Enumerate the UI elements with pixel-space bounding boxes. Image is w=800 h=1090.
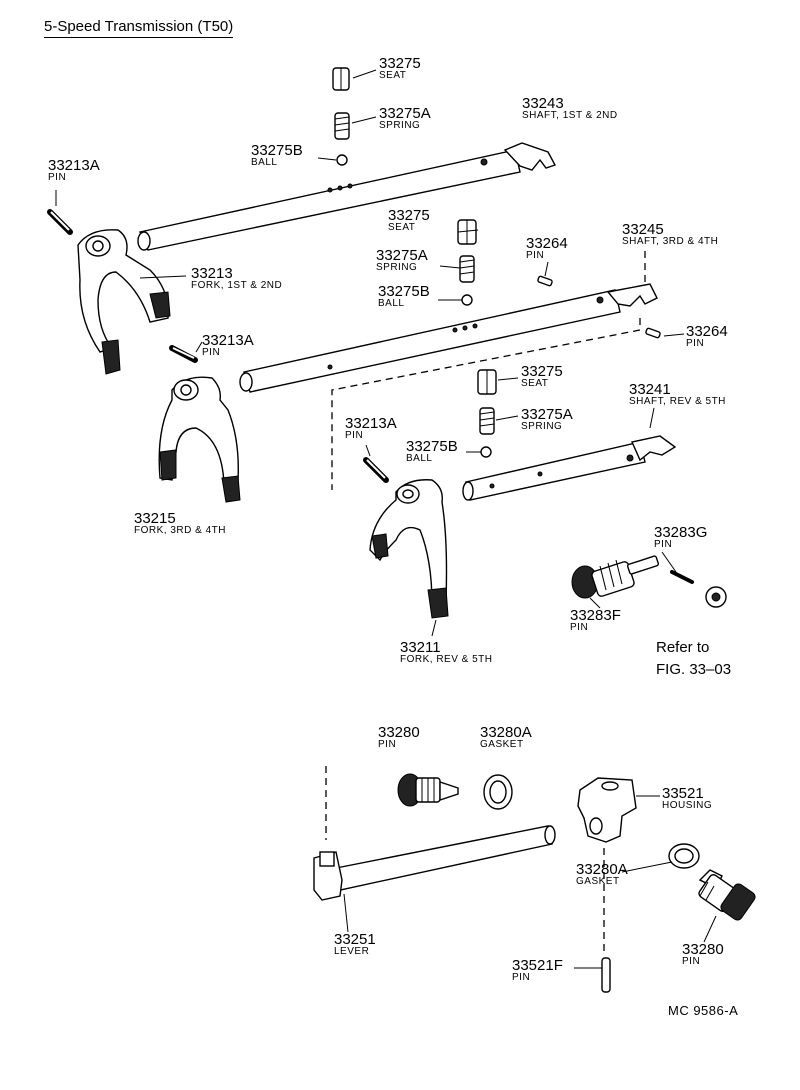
figure-code: MC 9586-A [668, 1003, 739, 1018]
seat-spring-ball-2-drawing [457, 219, 477, 306]
fork-rev-5th-drawing [369, 479, 449, 619]
fork-3rd-4th-drawing [158, 376, 241, 503]
seat-spring-ball-1-drawing [332, 67, 350, 166]
shaft-1st-2nd-drawing [137, 142, 557, 251]
fork-1st-2nd-drawing [77, 229, 171, 375]
pins-33264-drawing [537, 275, 661, 339]
leader-lines [55, 69, 717, 969]
figure-reference-line1: Refer to [656, 639, 710, 656]
plunger-assembly-drawing [571, 555, 727, 608]
figure-reference: Refer to FIG. 33–03 [656, 637, 731, 681]
seat-spring-ball-3-drawing [477, 369, 497, 458]
shaft-3rd-4th-drawing [239, 250, 658, 490]
lower-assembly-drawing [313, 766, 756, 993]
shaft-rev-5th-drawing [462, 435, 677, 501]
figure-reference-line2: FIG. 33–03 [656, 661, 732, 678]
diagram-title: 5-Speed Transmission (T50) [44, 18, 234, 38]
pin-1-drawing [47, 209, 73, 235]
pin-2-drawing [169, 345, 198, 363]
pin-3-drawing [363, 457, 389, 483]
